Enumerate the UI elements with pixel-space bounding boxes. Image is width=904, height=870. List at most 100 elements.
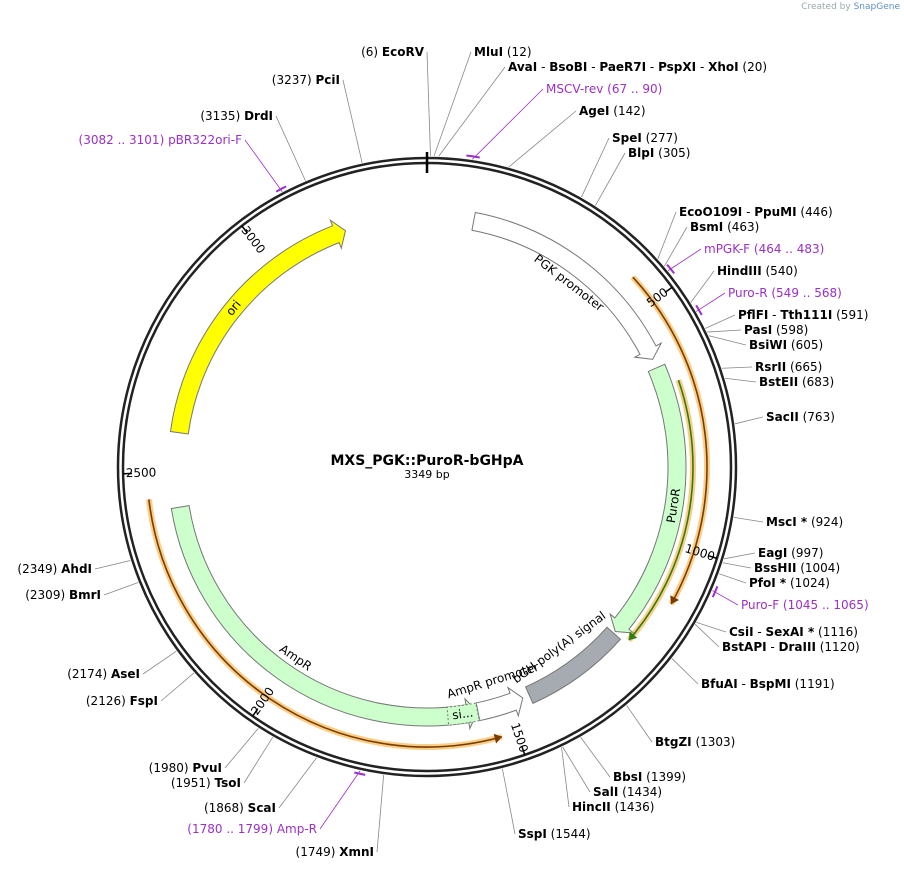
orf-line-3 (148, 499, 503, 748)
enzyme-label-blpi: BlpI (305) (628, 146, 690, 160)
leader-asei (142, 650, 177, 675)
enzyme-label-sspi: SspI (1544) (518, 827, 591, 841)
leader-bbsi (580, 737, 611, 778)
feature-ori (169, 218, 347, 435)
leader-pbr322ori-f (244, 139, 283, 192)
primer-label-puro-f: Puro-F (1045 .. 1065) (741, 598, 869, 612)
leader-bsshii (722, 562, 752, 569)
leader-btgzi (626, 705, 653, 743)
feature-label-ampr-promoter: AmpR promoter (445, 660, 540, 702)
leader-agei (508, 110, 577, 168)
leader-puro-f (712, 590, 739, 606)
primer-label-mscv-rev: MSCV-rev (67 .. 90) (546, 82, 662, 96)
enzyme-label-csii-sexai: CsiI - SexAI * (1116) (729, 625, 858, 639)
leader-amp-r (319, 770, 361, 830)
enzyme-label-ahdi: (2349) AhdI (17, 562, 92, 576)
enzyme-label-bsiwi: BsiWI (605) (749, 338, 823, 352)
enzyme-label-spei: SpeI (277) (612, 131, 678, 145)
primer-mark-pbr322ori-f (275, 185, 287, 193)
plasmid-size: 3349 bp (404, 468, 449, 481)
tick-label-1500: 1500 (508, 721, 531, 754)
orf-line-2 (628, 379, 694, 641)
leader-bsteii (725, 377, 757, 383)
primer-label-puro-r: Puro-R (549 .. 568) (728, 286, 842, 300)
leader-hindiii (690, 270, 715, 303)
leader-sacii (734, 416, 764, 425)
tick-mark-3000 (241, 225, 248, 234)
feature-ampr (170, 505, 479, 731)
leader-drdi (275, 115, 306, 181)
orf-layer (145, 275, 710, 750)
enzyme-label-sacii: SacII (763) (766, 410, 835, 424)
leader-pflfi-tth111i (705, 314, 736, 329)
leader-tsoi (243, 736, 274, 784)
leader-sali (562, 746, 591, 793)
leader-bmri (103, 582, 139, 596)
feature-ampr-promoter (475, 686, 524, 722)
leader-spei (581, 137, 610, 198)
orf-arrowhead-2 (628, 631, 638, 641)
snapgene-credit: Created by SnapGene (801, 2, 900, 12)
site-labels: (6) EcoRV MluI (12)AvaI - BsoBI - PaeR7I … (17, 45, 868, 859)
leader-pasi (707, 329, 742, 333)
enzyme-label-scai: (1868) ScaI (204, 801, 276, 815)
leader-ecoo109i-ppumi (657, 211, 677, 259)
leader-mscv-rev (472, 88, 544, 160)
leader-ecorv (426, 51, 431, 157)
enzyme-label-pcii: (3237) PciI (272, 73, 340, 87)
leader-pfoi (718, 573, 747, 584)
leader-bfuai-bspmi (671, 658, 699, 685)
credit-prefix: Created by (801, 2, 851, 12)
leader-pcii (342, 79, 363, 163)
leader-xmni (376, 774, 385, 853)
leader-msci (733, 516, 764, 523)
enzyme-label-tsoi: (1951) TsoI (171, 776, 241, 790)
enzyme-label-bsmi: BsmI (463) (690, 220, 759, 234)
primer-mark-puro-r (695, 304, 703, 316)
leader-ahdi (94, 560, 131, 570)
enzyme-label-ecorv: (6) EcoRV (361, 45, 425, 59)
leader-eagi (724, 552, 756, 560)
leader-mpgk-f (667, 248, 702, 271)
enzyme-label-pfoi: PfoI * (1024) (749, 576, 830, 590)
primer-label-pbr322ori-f: (3082 .. 3101) pBR322ori-F (79, 133, 243, 147)
enzyme-label-asei: (2174) AseI (67, 667, 140, 681)
credit-brand: SnapGene (853, 2, 900, 12)
feature-ampr-signal (446, 702, 480, 726)
primer-label-mpgk-f: mPGK-F (464 .. 483) (704, 242, 824, 256)
tick-mark-2000 (252, 708, 259, 717)
enzyme-label-fspi: (2126) FspI (86, 694, 158, 708)
feature-label-ampr-signal: si... (451, 706, 474, 723)
enzyme-label-xmni: (1749) XmnI (296, 845, 374, 859)
leader-csii-sexai (696, 621, 727, 633)
enzyme-label-bmri: (2309) BmrI (25, 588, 101, 602)
feature-label-puror: PuroR (664, 487, 683, 524)
enzyme-label-btgzi: BtgZI (1303) (655, 735, 735, 749)
primer-mark-mscv-rev (466, 154, 480, 159)
feature-puror (609, 363, 687, 634)
leader-blpi (595, 152, 626, 206)
orf-arrowhead-3 (493, 733, 502, 744)
leader-bstapi-draiii (694, 624, 720, 648)
primer-label-amp-r: (1780 .. 1799) Amp-R (187, 822, 317, 836)
leader-lines (94, 51, 764, 853)
leader-puro-r (696, 292, 726, 312)
leader-sspi (501, 768, 516, 835)
enzyme-label-ecoo109i-ppumi: EcoO109I - PpuMI (446) (679, 205, 833, 219)
enzyme-label-mlui: MluI (12) (474, 45, 532, 59)
tick-mark-1000 (708, 554, 718, 560)
enzyme-label-bfuai-bspmi: BfuAI - BspMI (1191) (701, 677, 835, 691)
leader-fspi (160, 672, 195, 702)
enzyme-label-bbsi: BbsI (1399) (613, 770, 686, 784)
feature-pgk-promoter (471, 211, 663, 360)
leader-mlui (433, 51, 472, 157)
enzyme-label-avai-bsobi-paer7i-pspxi-xhoi: AvaI - BsoBI - PaeR7I - PspXI - XhoI (20… (508, 60, 767, 74)
enzyme-label-drdi: (3135) DrdI (200, 109, 273, 123)
enzyme-label-bsshii: BssHII (1004) (754, 561, 840, 575)
enzyme-label-bsteii: BstEII (683) (759, 375, 834, 389)
leader-pvui (224, 728, 259, 769)
plasmid-name: MXS_PGK::PuroR-bGHpA (330, 453, 523, 469)
tick-label-2500: 2500 (126, 465, 157, 480)
